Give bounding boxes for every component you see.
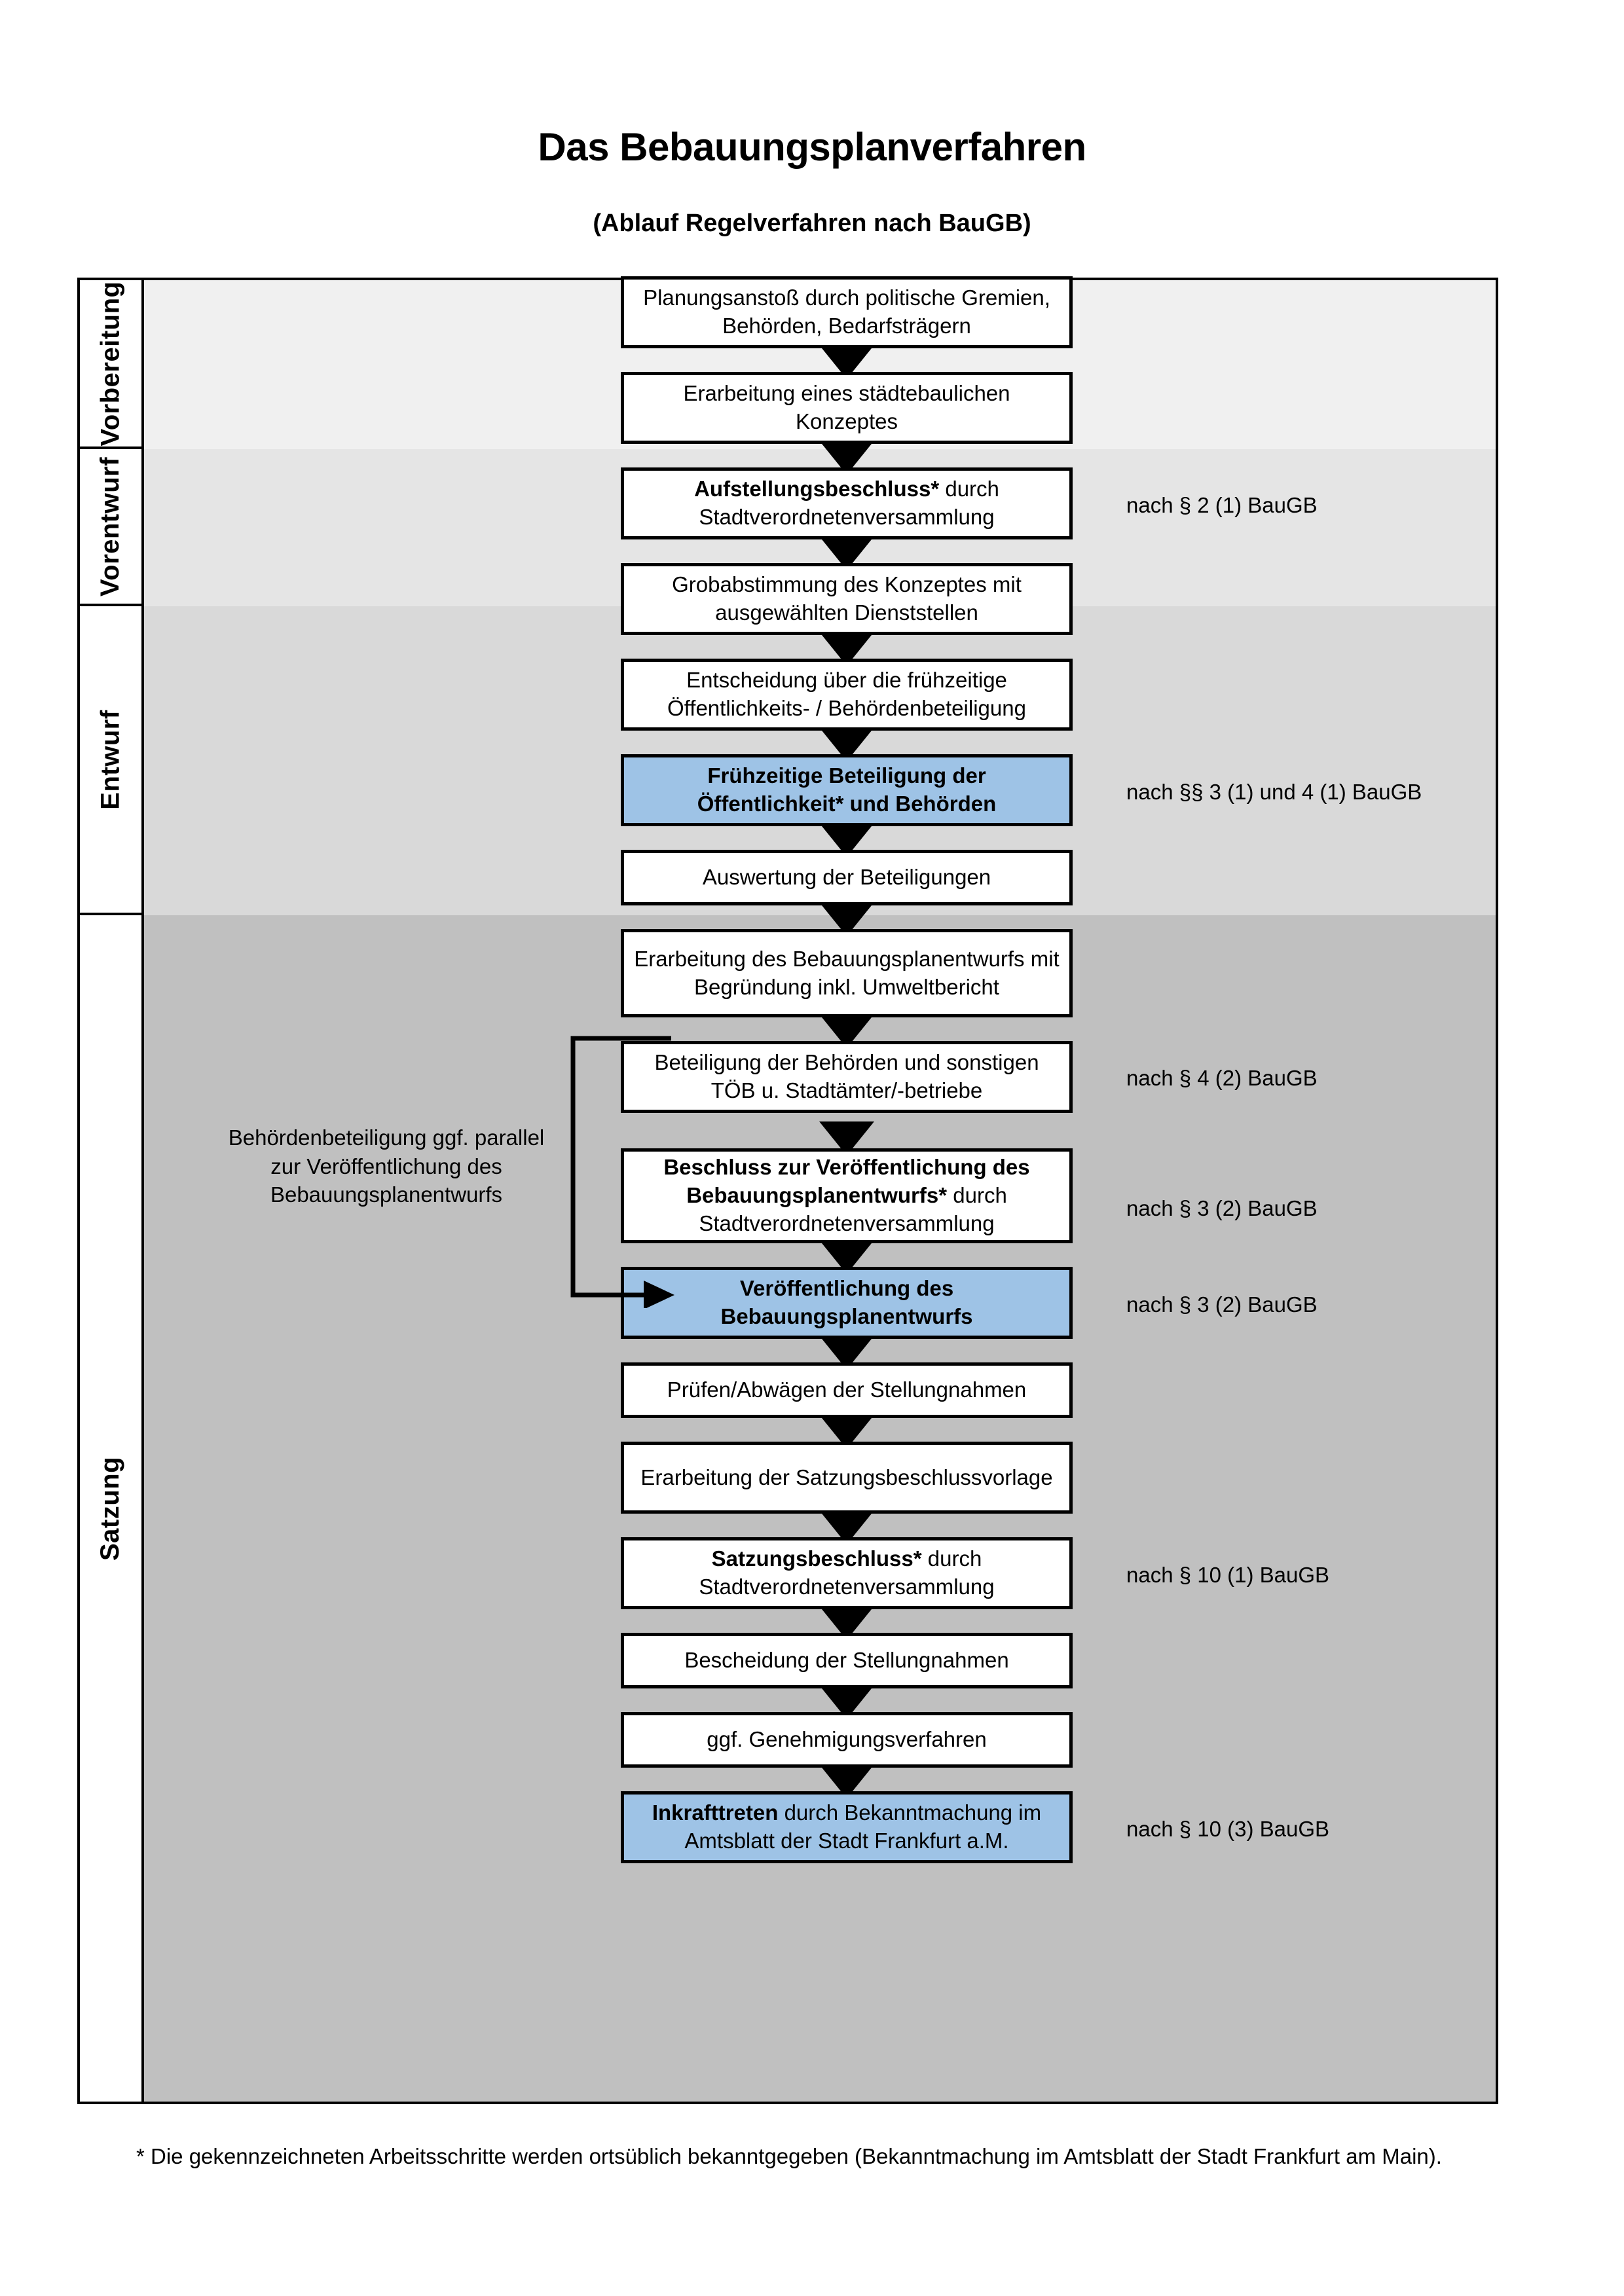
- page-title: Das Bebauungsplanverfahren: [538, 125, 1086, 169]
- step-box-erarbeitung-entwurf[interactable]: Erarbeitung des Bebauungsplanentwurfs mi…: [621, 929, 1073, 1017]
- phase-cell-vorentwurf: Vorentwurf: [80, 449, 141, 606]
- legal-note-beteiligung-behoerden: nach § 4 (2) BauGB: [1126, 1066, 1318, 1090]
- footnote: * Die gekennzeichneten Arbeitsschritte w…: [136, 2144, 1442, 2168]
- phase-label-entwurf: Entwurf: [96, 709, 125, 810]
- step-text: Beteiligung der Behörden und sonstigen T…: [654, 1050, 1039, 1102]
- step-box-satzungsbeschluss[interactable]: Satzungsbeschluss* durch Stadtverordnete…: [621, 1537, 1073, 1609]
- step-box-satzungsvorlage[interactable]: Erarbeitung der Satzungsbeschlussvorlage: [621, 1442, 1073, 1514]
- step-text: Auswertung der Beteiligungen: [702, 865, 991, 890]
- step-text: Erarbeitung des Bebauungsplanentwurfs mi…: [634, 946, 1060, 999]
- legal-note-beschluss-veroeffentlichung: nach § 3 (2) BauGB: [1126, 1196, 1318, 1220]
- step-box-bescheidung[interactable]: Bescheidung der Stellungnahmen: [621, 1633, 1073, 1688]
- step-text: Frühzeitige Beteiligung der Öffentlichke…: [697, 763, 997, 816]
- step-box-aufstellungsbeschluss[interactable]: Aufstellungsbeschluss* durch Stadtverord…: [621, 467, 1073, 539]
- legal-note-fruehzeitige-beteiligung: nach §§ 3 (1) und 4 (1) BauGB: [1126, 780, 1422, 804]
- step-text: Veröffentlichung des Bebauungsplanentwur…: [720, 1276, 973, 1328]
- phase-cell-satzung: Satzung: [80, 915, 141, 2102]
- side-note-behoerdenbeteiligung: Behördenbeteiligung ggf. parallel zur Ve…: [228, 1125, 545, 1207]
- step-text: Grobabstimmung des Konzeptes mit ausgewä…: [672, 572, 1022, 625]
- phase-label-satzung: Satzung: [96, 1456, 125, 1561]
- legal-note-inkrafttreten: nach § 10 (3) BauGB: [1126, 1817, 1330, 1841]
- legal-note-veroeffentlichung: nach § 3 (2) BauGB: [1126, 1292, 1318, 1317]
- step-box-auswertung[interactable]: Auswertung der Beteiligungen: [621, 850, 1073, 905]
- step-box-fruehzeitige-beteiligung[interactable]: Frühzeitige Beteiligung der Öffentlichke…: [621, 754, 1073, 826]
- phase-rail: Vorbereitung Vorentwurf Entwurf Satzung: [80, 280, 144, 2102]
- step-text: Erarbeitung eines städtebaulichen Konzep…: [683, 381, 1010, 433]
- step-box-veroeffentlichung[interactable]: Veröffentlichung des Bebauungsplanentwur…: [621, 1267, 1073, 1339]
- phase-cell-entwurf: Entwurf: [80, 606, 141, 915]
- step-box-inkrafttreten[interactable]: Inkrafttreten durch Bekanntmachung im Am…: [621, 1791, 1073, 1863]
- page-subtitle: (Ablauf Regelverfahren nach BauGB): [593, 210, 1031, 237]
- step-box-grobabstimmung[interactable]: Grobabstimmung des Konzeptes mit ausgewä…: [621, 563, 1073, 635]
- phase-cell-vorbereitung: Vorbereitung: [80, 280, 141, 449]
- step-box-pruefen-abwaegen[interactable]: Prüfen/Abwägen der Stellungnahmen: [621, 1362, 1073, 1418]
- step-text: Inkrafttreten durch Bekanntmachung im Am…: [652, 1800, 1042, 1853]
- step-text: Satzungsbeschluss* durch Stadtverordnete…: [699, 1546, 995, 1599]
- phase-label-vorbereitung: Vorbereitung: [96, 281, 125, 446]
- step-text: Entscheidung über die frühzeitige Öffent…: [667, 668, 1026, 720]
- step-box-beteiligung-behoerden[interactable]: Beteiligung der Behörden und sonstigen T…: [621, 1041, 1073, 1113]
- step-text: ggf. Genehmigungsverfahren: [707, 1727, 987, 1752]
- step-box-genehmigungsverfahren[interactable]: ggf. Genehmigungsverfahren: [621, 1712, 1073, 1768]
- legal-note-satzungsbeschluss: nach § 10 (1) BauGB: [1126, 1563, 1330, 1587]
- flowchart-frame: Vorbereitung Vorentwurf Entwurf Satzung: [77, 276, 1498, 2104]
- step-box-beschluss-veroeffentlichung[interactable]: Beschluss zur Veröffentlichung des Bebau…: [621, 1148, 1073, 1243]
- step-text: Aufstellungsbeschluss* durch Stadtverord…: [694, 477, 999, 529]
- step-box-planungsanstoss[interactable]: Planungsanstoß durch politische Gremien,…: [621, 276, 1073, 348]
- step-text: Bescheidung der Stellungnahmen: [684, 1648, 1009, 1673]
- step-box-entscheidung-fruehzeitig[interactable]: Entscheidung über die frühzeitige Öffent…: [621, 659, 1073, 731]
- step-text: Prüfen/Abwägen der Stellungnahmen: [667, 1377, 1027, 1402]
- step-text: Beschluss zur Veröffentlichung des Bebau…: [663, 1155, 1030, 1235]
- step-text: Erarbeitung der Satzungsbeschlussvorlage: [640, 1465, 1053, 1489]
- legal-note-aufstellungsbeschluss: nach § 2 (1) BauGB: [1126, 493, 1318, 517]
- step-text: Planungsanstoß durch politische Gremien,…: [643, 285, 1050, 338]
- phase-label-vorentwurf: Vorentwurf: [96, 456, 125, 596]
- step-box-konzept[interactable]: Erarbeitung eines städtebaulichen Konzep…: [621, 372, 1073, 444]
- flowchart-content: Planungsanstoß durch politische Gremien,…: [144, 276, 1496, 2102]
